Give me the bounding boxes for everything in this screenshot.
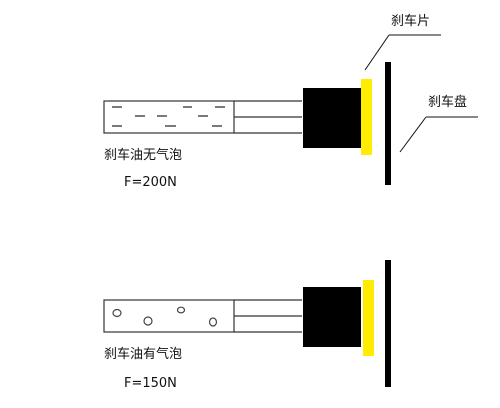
top-caliper-block bbox=[303, 88, 361, 148]
bottom-cylinder bbox=[103, 299, 235, 333]
bottom-brake-pad bbox=[363, 280, 374, 356]
bottom-caption: 刹车油有气泡 bbox=[104, 347, 183, 362]
bottom-fluid-bubbles bbox=[112, 306, 218, 327]
top-force: F=200N bbox=[124, 175, 177, 190]
bottom-caliper-block bbox=[303, 287, 361, 347]
brake-disc-label: 刹车盘 bbox=[428, 95, 468, 110]
brake-pad-leader bbox=[364, 34, 390, 71]
top-brake-disc bbox=[385, 62, 391, 185]
top-fluid-dashes bbox=[112, 106, 225, 127]
top-caption: 刹车油无气泡 bbox=[104, 148, 183, 163]
bottom-brake-disc bbox=[385, 260, 391, 387]
bottom-brake-system bbox=[103, 260, 391, 387]
top-brake-system bbox=[103, 34, 478, 185]
top-cylinder bbox=[103, 100, 235, 134]
bottom-force: F=150N bbox=[124, 376, 177, 391]
brake-disc-leader bbox=[399, 116, 427, 153]
brake-pad-label: 刹车片 bbox=[391, 14, 431, 29]
top-brake-pad bbox=[361, 79, 372, 155]
